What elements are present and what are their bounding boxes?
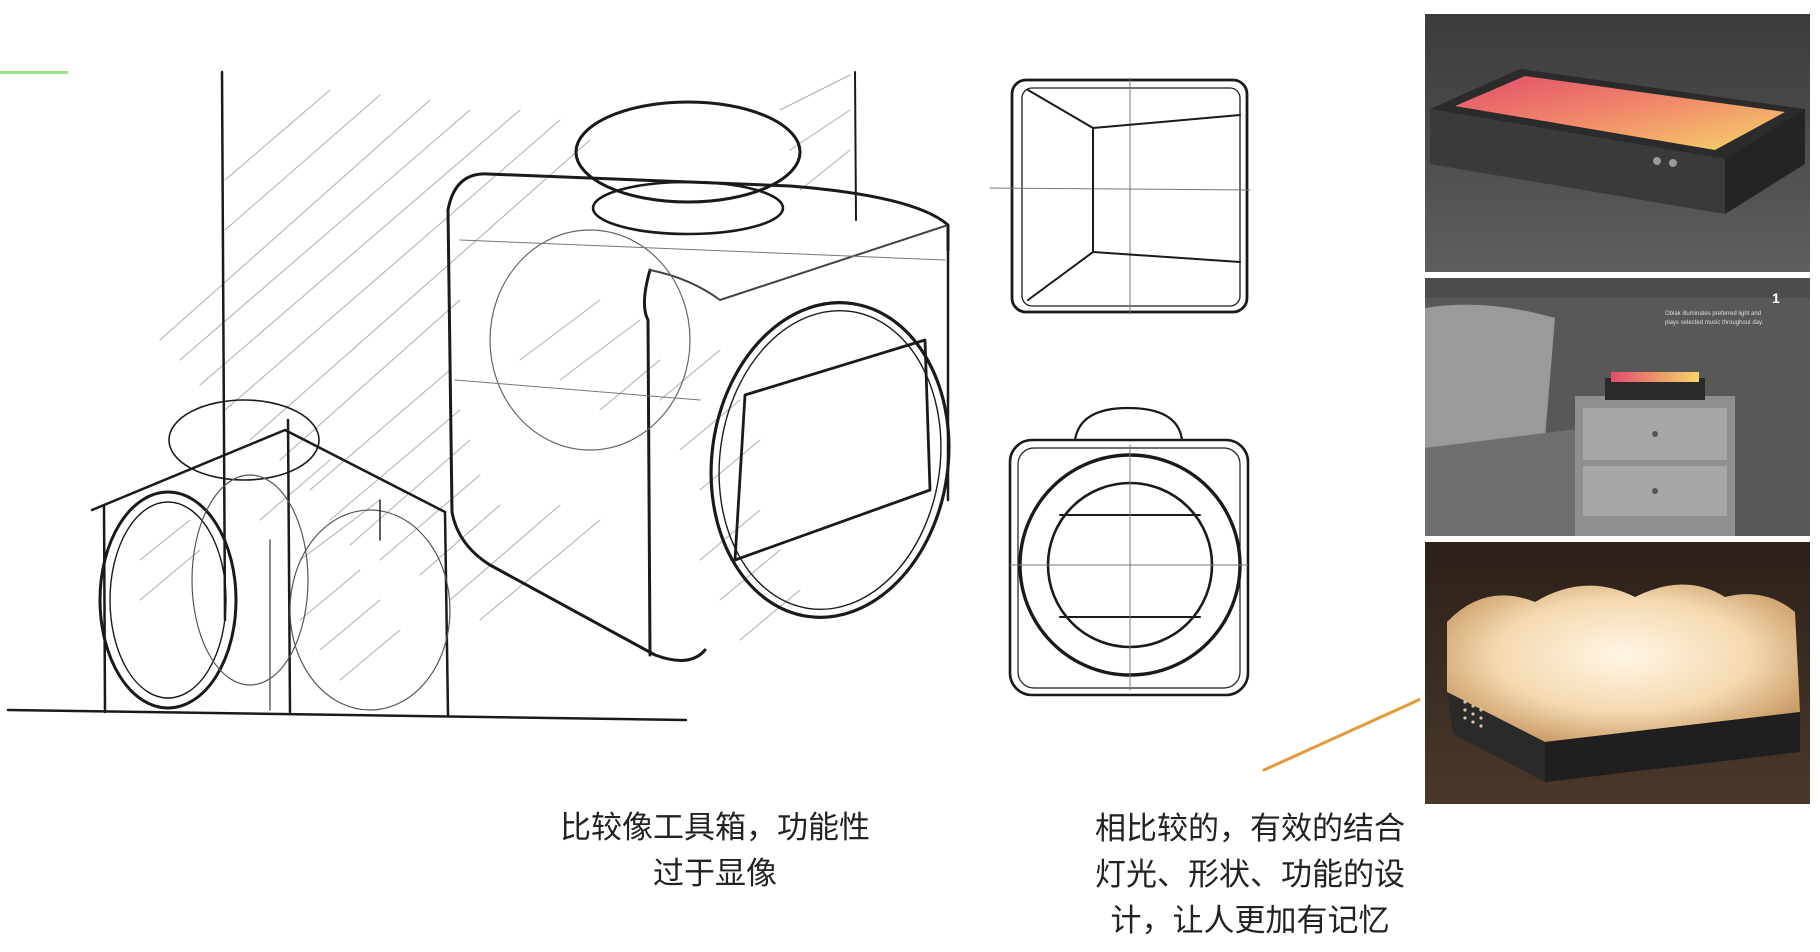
front-view-sketch xyxy=(1008,406,1250,697)
caption-left-line-1: 比较像工具箱，功能性 xyxy=(560,810,870,846)
caption-left: 比较像工具箱，功能性 过于显像 xyxy=(535,805,895,897)
small-cube-sketch xyxy=(90,399,451,717)
caption-right-line-3: 计，让人更加有记忆 xyxy=(1110,903,1390,939)
photo-overlay-line-2: plays selected music throughout day. xyxy=(1665,320,1764,326)
photo-overlay-line-1: Oblak illuminates preferred light and xyxy=(1665,311,1762,317)
caption-right: 相比较的，有效的结合 灯光、形状、功能的设 计，让人更加有记忆 xyxy=(1080,806,1420,944)
caption-left-line-2: 过于显像 xyxy=(653,856,777,892)
top-view-sketch xyxy=(989,77,1251,315)
reference-photo-glowing-lamp xyxy=(1425,542,1810,804)
reference-photo-bedroom xyxy=(1425,278,1810,536)
orange-arrow xyxy=(1262,697,1420,772)
photo-overlay-number: 1 xyxy=(1772,290,1780,306)
caption-right-line-1: 相比较的，有效的结合 xyxy=(1095,811,1405,847)
green-accent-mark xyxy=(0,71,68,74)
large-cube-sketch xyxy=(446,100,951,662)
caption-right-line-2: 灯光、形状、功能的设 xyxy=(1095,857,1405,893)
reference-photo-product xyxy=(1425,14,1810,272)
product-sketch xyxy=(6,70,1420,772)
